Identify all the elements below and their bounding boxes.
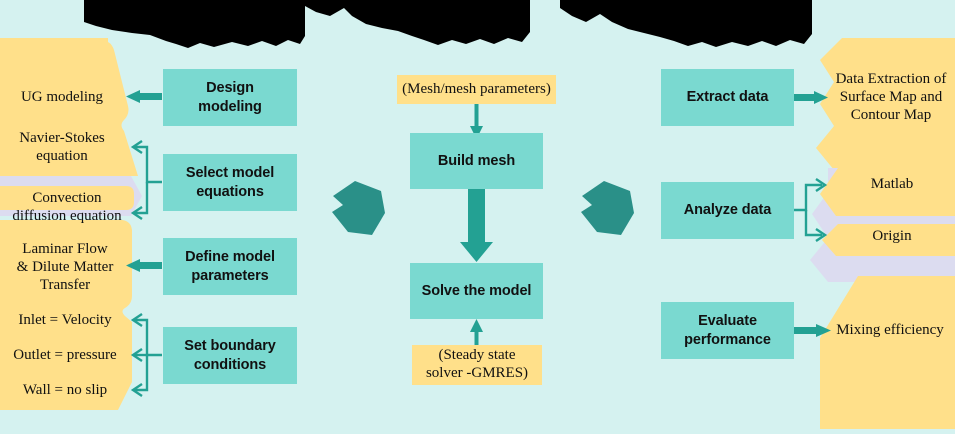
left-panel-yellow-middle bbox=[0, 186, 134, 210]
arrow-solver-note-to-solve-model bbox=[470, 319, 483, 347]
step-extract-data[interactable]: Extract data bbox=[661, 69, 794, 126]
step-solve-the-model[interactable]: Solve the model bbox=[410, 263, 543, 319]
arrowhead-analyze-to-origin bbox=[815, 228, 828, 242]
left-panel-item-convection-diffusion: Convection diffusion equation bbox=[12, 190, 122, 224]
redaction-bar-left bbox=[84, 0, 305, 48]
right-panel-yellow-matlab bbox=[820, 168, 955, 216]
right-panel-yellow-origin bbox=[822, 224, 955, 256]
right-panel-item-origin: Origin bbox=[872, 228, 912, 244]
redaction-bar-left-tail bbox=[305, 0, 344, 16]
arrow-build-mesh-to-solve-model bbox=[460, 189, 493, 262]
left-panel-item-laminar-flow: Laminar Flow & Dilute Matter Transfer bbox=[16, 241, 114, 293]
right-panel-yellow-bottom bbox=[820, 276, 955, 429]
arrow-evaluate-to-mixing-efficiency bbox=[792, 324, 831, 337]
right-panel-item-data-extraction: Data Extraction of Surface Map and Conto… bbox=[835, 71, 947, 123]
left-panel-item-ug-modeling: UG modeling bbox=[20, 89, 104, 105]
right-panel-yellow-top bbox=[816, 38, 955, 170]
arrowhead-boundary-to-inlet bbox=[130, 313, 143, 327]
left-panel-yellow-upper bbox=[0, 38, 138, 176]
arrowhead-select-to-convection bbox=[130, 206, 143, 220]
step-set-boundary-conditions[interactable]: Set boundary conditions bbox=[163, 327, 297, 384]
arrow-define-parameters-to-laminar bbox=[126, 259, 162, 272]
arrow-analyze-data-branch bbox=[792, 183, 822, 237]
redaction-bar-middle bbox=[344, 0, 530, 45]
arrow-boundary-conditions-branch bbox=[135, 318, 162, 392]
left-panel-item-outlet: Outlet = pressure bbox=[13, 347, 117, 363]
left-panel-yellow-lower bbox=[0, 220, 132, 410]
arrow-extract-data-to-output bbox=[792, 91, 828, 104]
right-panel-item-mixing-efficiency: Mixing efficiency bbox=[836, 322, 944, 338]
step-design-modeling[interactable]: Design modeling bbox=[163, 69, 297, 126]
left-panel-item-navier-stokes: Navier-Stokes equation bbox=[19, 130, 105, 164]
step-define-model-parameters[interactable]: Define model parameters bbox=[163, 238, 297, 295]
arrow-select-equations-branch bbox=[135, 145, 162, 215]
redaction-bar-right-tail bbox=[560, 0, 600, 22]
redaction-bar-right bbox=[600, 0, 812, 47]
right-panel-item-matlab: Matlab bbox=[870, 176, 914, 192]
step-select-model-equations[interactable]: Select model equations bbox=[163, 154, 297, 211]
hexagon-marker-left bbox=[332, 181, 385, 235]
step-build-mesh[interactable]: Build mesh bbox=[410, 133, 543, 189]
arrowhead-analyze-to-matlab bbox=[815, 178, 828, 192]
step-analyze-data[interactable]: Analyze data bbox=[661, 182, 794, 239]
step-evaluate-performance[interactable]: Evaluate performance bbox=[661, 302, 794, 359]
arrowhead-boundary-to-outlet bbox=[130, 348, 143, 362]
arrowhead-select-to-navier bbox=[130, 140, 143, 154]
note-mesh-parameters: (Mesh/mesh parameters) bbox=[397, 75, 556, 104]
arrow-mesh-note-to-build-mesh bbox=[470, 104, 483, 139]
arrowhead-boundary-to-wall bbox=[130, 383, 143, 397]
hexagon-marker-right bbox=[581, 181, 634, 235]
note-steady-state-solver: (Steady state solver -GMRES) bbox=[412, 345, 542, 385]
arrow-design-modeling-to-ug bbox=[126, 90, 162, 103]
left-panel-item-wall: Wall = no slip bbox=[22, 382, 108, 398]
left-panel-item-inlet: Inlet = Velocity bbox=[18, 312, 112, 328]
